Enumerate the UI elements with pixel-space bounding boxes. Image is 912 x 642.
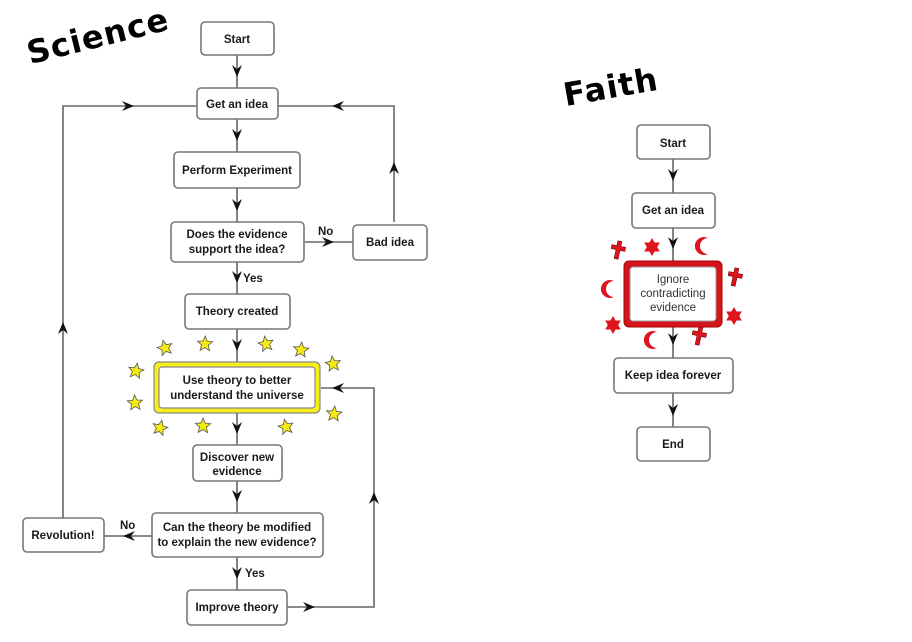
svg-text:Does the evidence: Does the evidence	[187, 229, 288, 241]
node-improve-theory: Improve theory	[186, 589, 288, 626]
svg-text:Use theory to better: Use theory to better	[183, 375, 292, 387]
faith-node-ignore: Ignore contradicting evidence	[623, 260, 723, 328]
star-icon	[292, 340, 310, 358]
svg-text:Start: Start	[660, 138, 686, 150]
faith-node-keep: Keep idea forever	[613, 357, 734, 394]
crescent-icon	[643, 331, 657, 349]
svg-text:Improve theory: Improve theory	[195, 602, 279, 614]
svg-text:understand the universe: understand the universe	[170, 390, 304, 402]
node-get-idea: Get an idea	[196, 87, 279, 120]
cross-icon	[727, 267, 744, 287]
svg-text:Get an idea: Get an idea	[642, 205, 705, 217]
node-start: Start	[200, 21, 275, 56]
star-icon	[126, 393, 144, 411]
crescent-icon	[694, 237, 708, 255]
star-icon	[277, 418, 294, 436]
svg-text:evidence: evidence	[212, 466, 261, 478]
star-icon	[257, 335, 274, 353]
star-icon	[196, 334, 214, 352]
star-of-david-icon	[605, 316, 621, 334]
svg-text:Perform Experiment: Perform Experiment	[182, 165, 292, 177]
cross-icon	[691, 326, 708, 346]
star-icon	[128, 362, 145, 380]
faith-node-start: Start	[636, 124, 711, 160]
svg-text:Get an idea: Get an idea	[206, 99, 269, 111]
star-icon	[155, 339, 173, 357]
node-revolution: Revolution!	[22, 517, 105, 553]
star-icon	[194, 416, 212, 434]
cross-icon	[610, 240, 627, 260]
node-theory-created: Theory created	[184, 293, 291, 330]
node-use-theory: Use theory to better understand the univ…	[153, 361, 321, 414]
star-icon	[325, 404, 343, 422]
star-icon	[324, 355, 342, 372]
svg-text:Ignore: Ignore	[657, 274, 690, 286]
node-discover: Discover new evidence	[192, 444, 283, 482]
science-stars	[126, 334, 343, 437]
node-perform-experiment: Perform Experiment	[173, 151, 301, 189]
svg-text:End: End	[662, 439, 684, 451]
star-of-david-icon	[644, 238, 660, 256]
label-no: No	[318, 226, 333, 238]
svg-text:Keep idea forever: Keep idea forever	[625, 370, 722, 382]
svg-text:Start: Start	[224, 34, 250, 46]
faith-node-end: End	[636, 426, 711, 462]
node-evidence-question: Does the evidence support the idea?	[170, 221, 305, 263]
svg-text:Bad idea: Bad idea	[366, 237, 415, 249]
svg-text:Discover new: Discover new	[200, 452, 274, 464]
svg-text:contradicting: contradicting	[640, 288, 705, 300]
label-yes: Yes	[243, 273, 263, 285]
svg-text:evidence: evidence	[650, 302, 696, 314]
svg-text:Revolution!: Revolution!	[31, 530, 94, 542]
faith-symbols	[600, 237, 744, 349]
node-bad-idea: Bad idea	[352, 224, 428, 261]
faith-node-get-idea: Get an idea	[631, 192, 716, 229]
svg-text:to explain the new evidence?: to explain the new evidence?	[157, 537, 316, 549]
star-icon	[152, 419, 170, 437]
star-of-david-icon	[726, 307, 742, 325]
label-yes: Yes	[245, 568, 265, 580]
node-modify-question: Can the theory be modified to explain th…	[151, 512, 324, 558]
science-arrowheads	[58, 65, 399, 612]
label-no: No	[120, 520, 135, 532]
crescent-icon	[600, 280, 614, 298]
svg-text:Can the theory be modified: Can the theory be modified	[163, 522, 311, 534]
svg-text:Theory created: Theory created	[196, 306, 278, 318]
svg-text:support the idea?: support the idea?	[189, 244, 285, 256]
